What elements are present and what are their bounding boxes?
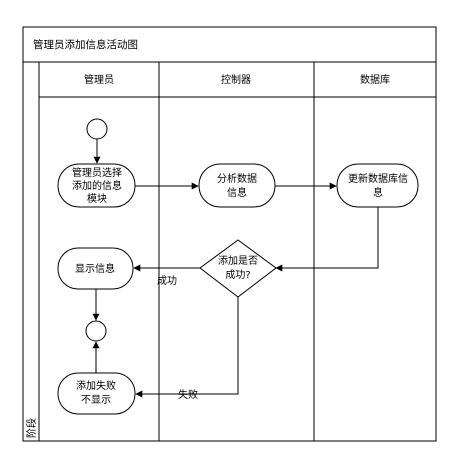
activity-fail bbox=[57, 372, 136, 415]
lane-header-database: 数据库 bbox=[360, 73, 390, 86]
activity-fail-line2: 不显示 bbox=[81, 394, 111, 406]
phase-label: 阶段 bbox=[25, 418, 38, 438]
activity-fail-line1: 添加失败 bbox=[76, 379, 116, 392]
fail-label: 失败 bbox=[178, 388, 198, 401]
edge-update-to-decision bbox=[275, 207, 379, 272]
activity-update-db bbox=[336, 163, 419, 208]
activity-update-db-line1: 更新数据库信 bbox=[348, 172, 408, 185]
activity-select-module-line1: 管理员选择 bbox=[72, 166, 122, 179]
activity-update-db-line2: 息 bbox=[373, 186, 383, 199]
activity-select-module-line2: 添加的信息 bbox=[72, 179, 122, 192]
start-node bbox=[86, 118, 108, 140]
lane-header-controller: 控制器 bbox=[221, 73, 251, 86]
activity-analyze-line1: 分析数据 bbox=[217, 172, 257, 185]
end-node bbox=[85, 320, 107, 342]
decision-line2: 成功? bbox=[225, 269, 250, 281]
diagram-frame bbox=[22, 26, 437, 442]
edge-decision-to-fail bbox=[135, 297, 239, 398]
activity-select-module-line3: 模块 bbox=[87, 193, 107, 205]
activity-analyze bbox=[198, 163, 276, 208]
success-label: 成功 bbox=[157, 275, 177, 287]
activity-analyze-line2: 信息 bbox=[227, 186, 247, 199]
diagram-title: 管理员添加信息活动图 bbox=[33, 38, 138, 51]
lane-header-admin: 管理员 bbox=[84, 73, 114, 86]
decision-line1: 添加是否 bbox=[218, 254, 258, 267]
activity-show-info-label: 显示信息 bbox=[75, 262, 115, 275]
